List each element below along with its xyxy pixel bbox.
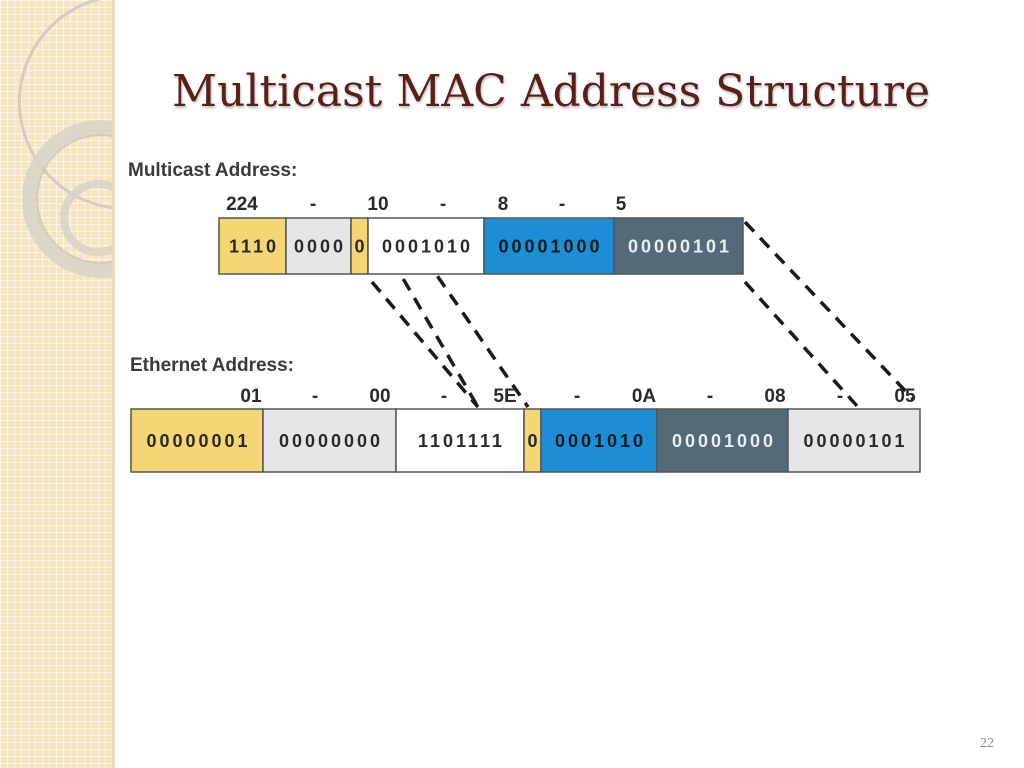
multicast-segment-bits: 00001000 (498, 237, 602, 257)
ethernet-octet-label: 5E (493, 386, 516, 407)
ethernet-segment-bits: 00000101 (803, 431, 907, 451)
multicast-octet-label: 224 (226, 194, 258, 215)
ethernet-octet-label: 0A (632, 386, 657, 407)
multicast-octet-separator: - (310, 194, 316, 215)
bit-mapping-dashed-line (368, 221, 480, 408)
multicast-segment-bits: 0000 (294, 237, 346, 257)
bit-mapping-dashed-line (370, 280, 480, 409)
ethernet-octet-separator: - (574, 386, 580, 407)
multicast-segment-bits: 0 (354, 237, 367, 257)
multicast-octet-label: 8 (498, 194, 509, 215)
multicast-segment-bits: 0001010 (382, 237, 473, 257)
ethernet-octet-label: 01 (240, 386, 262, 407)
slide-title: Multicast MAC Address Structure (172, 66, 931, 117)
ethernet-octet-label: 08 (764, 386, 785, 407)
ethernet-segment-bits: 0 (527, 431, 540, 451)
ethernet-octet-separator: - (312, 386, 318, 407)
ethernet-segment-bits: 0001010 (555, 431, 646, 451)
ethernet-segment-bits: 00000001 (146, 431, 250, 451)
decorative-ring (60, 180, 112, 256)
ethernet-address-label: Ethernet Address: (130, 355, 294, 376)
multicast-address-label: Multicast Address: (128, 160, 297, 181)
decorative-sidebar (0, 0, 112, 768)
ethernet-octet-label: 05 (894, 386, 916, 407)
multicast-octet-separator: - (440, 194, 446, 215)
multicast-octet-label: 5 (616, 194, 627, 215)
ethernet-octet-label: 00 (369, 386, 390, 407)
ethernet-segment (262, 408, 397, 473)
ethernet-segment (787, 408, 921, 473)
ethernet-segment-bits: 1101111 (418, 431, 505, 451)
multicast-octet-label: 10 (367, 194, 388, 215)
ethernet-octet-separator: - (707, 386, 713, 407)
ethernet-octet-separator: - (837, 386, 843, 407)
ethernet-octet-separator: - (441, 386, 447, 407)
ethernet-segment (540, 408, 658, 473)
ethernet-segment-bits: 00000000 (279, 431, 383, 451)
bit-mapping-dashed-line (743, 220, 916, 402)
multicast-segment (613, 217, 744, 275)
multicast-segment-bits: 00000101 (628, 237, 732, 257)
slide-number: 22 (980, 736, 994, 751)
bit-mapping-dashed-line (398, 221, 530, 408)
multicast-octet-separator: - (559, 194, 565, 215)
ethernet-segment (656, 408, 789, 473)
multicast-segment-bits: 1110 (229, 237, 279, 257)
sidebar-edge (112, 0, 115, 768)
ethernet-segment-bits: 00001000 (672, 431, 776, 451)
ethernet-segment (130, 408, 264, 473)
ethernet-segment (395, 408, 525, 473)
bit-mapping-dashed-line (743, 280, 860, 409)
